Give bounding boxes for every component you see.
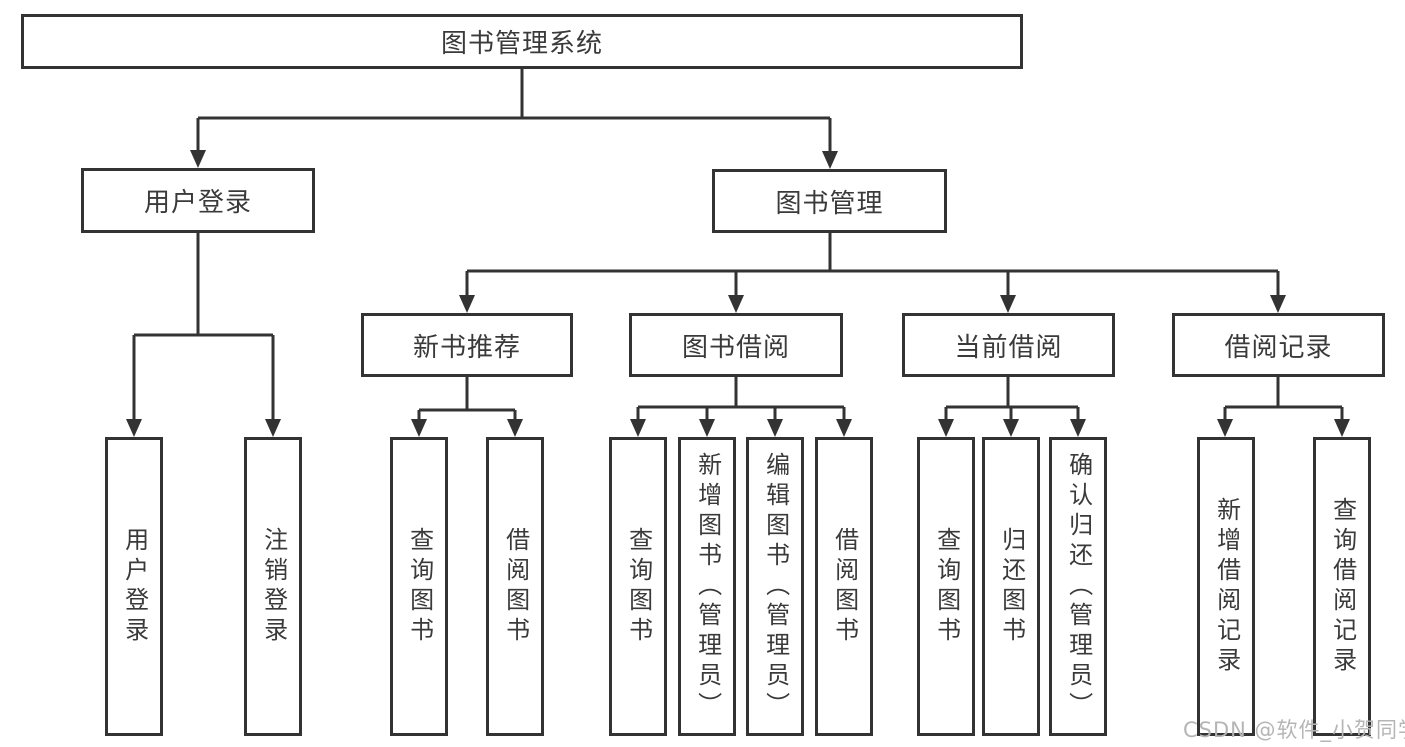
leaf-add-borrow-record-label: 新增借阅记录 bbox=[1212, 496, 1241, 677]
leaf-add-borrow-record: 新增借阅记录 bbox=[1197, 437, 1255, 736]
node-book-management: 图书管理 bbox=[712, 169, 947, 233]
leaf-borrow-books-borrowing: 借阅图书 bbox=[815, 437, 873, 736]
leaf-user-login: 用户登录 bbox=[105, 437, 163, 736]
leaf-borrow-books-recommend: 借阅图书 bbox=[486, 437, 544, 736]
leaf-add-books-admin: 新增图书（管理员） bbox=[678, 437, 736, 736]
node-library-management-system: 图书管理系统 bbox=[21, 14, 1023, 69]
leaf-query-borrow-record-label: 查询借阅记录 bbox=[1328, 496, 1357, 677]
node-user-login: 用户登录 bbox=[81, 168, 315, 233]
csdn-watermark: CSDN @软件_小贺同学 bbox=[1183, 718, 1405, 742]
leaf-query-books-current-label: 查询图书 bbox=[932, 526, 961, 647]
node-current-borrowing: 当前借阅 bbox=[902, 313, 1115, 377]
leaf-return-books: 归还图书 bbox=[982, 437, 1040, 736]
leaf-confirm-return-admin-label: 确认归还（管理员） bbox=[1064, 451, 1093, 722]
leaf-query-books-borrowing: 查询图书 bbox=[609, 437, 667, 736]
leaf-query-books-borrowing-label: 查询图书 bbox=[624, 526, 653, 647]
leaf-edit-books-admin: 编辑图书（管理员） bbox=[746, 437, 804, 736]
node-new-book-recommendation: 新书推荐 bbox=[361, 313, 573, 377]
leaf-borrow-books-borrowing-label: 借阅图书 bbox=[830, 526, 859, 647]
node-borrowing-records: 借阅记录 bbox=[1172, 313, 1385, 377]
leaf-logout: 注销登录 bbox=[244, 437, 302, 736]
leaf-query-books-current: 查询图书 bbox=[917, 437, 975, 736]
leaf-borrow-books-recommend-label: 借阅图书 bbox=[501, 526, 530, 647]
node-book-borrowing: 图书借阅 bbox=[629, 313, 843, 377]
leaf-logout-label: 注销登录 bbox=[259, 526, 288, 647]
leaf-edit-books-admin-label: 编辑图书（管理员） bbox=[761, 451, 790, 722]
leaf-query-books-recommend-label: 查询图书 bbox=[405, 526, 434, 647]
leaf-user-login-label: 用户登录 bbox=[120, 526, 149, 647]
leaf-query-books-recommend: 查询图书 bbox=[390, 437, 448, 736]
leaf-add-books-admin-label: 新增图书（管理员） bbox=[693, 451, 722, 722]
leaf-query-borrow-record: 查询借阅记录 bbox=[1313, 437, 1371, 736]
leaf-confirm-return-admin: 确认归还（管理员） bbox=[1049, 437, 1107, 736]
leaf-return-books-label: 归还图书 bbox=[997, 526, 1026, 647]
